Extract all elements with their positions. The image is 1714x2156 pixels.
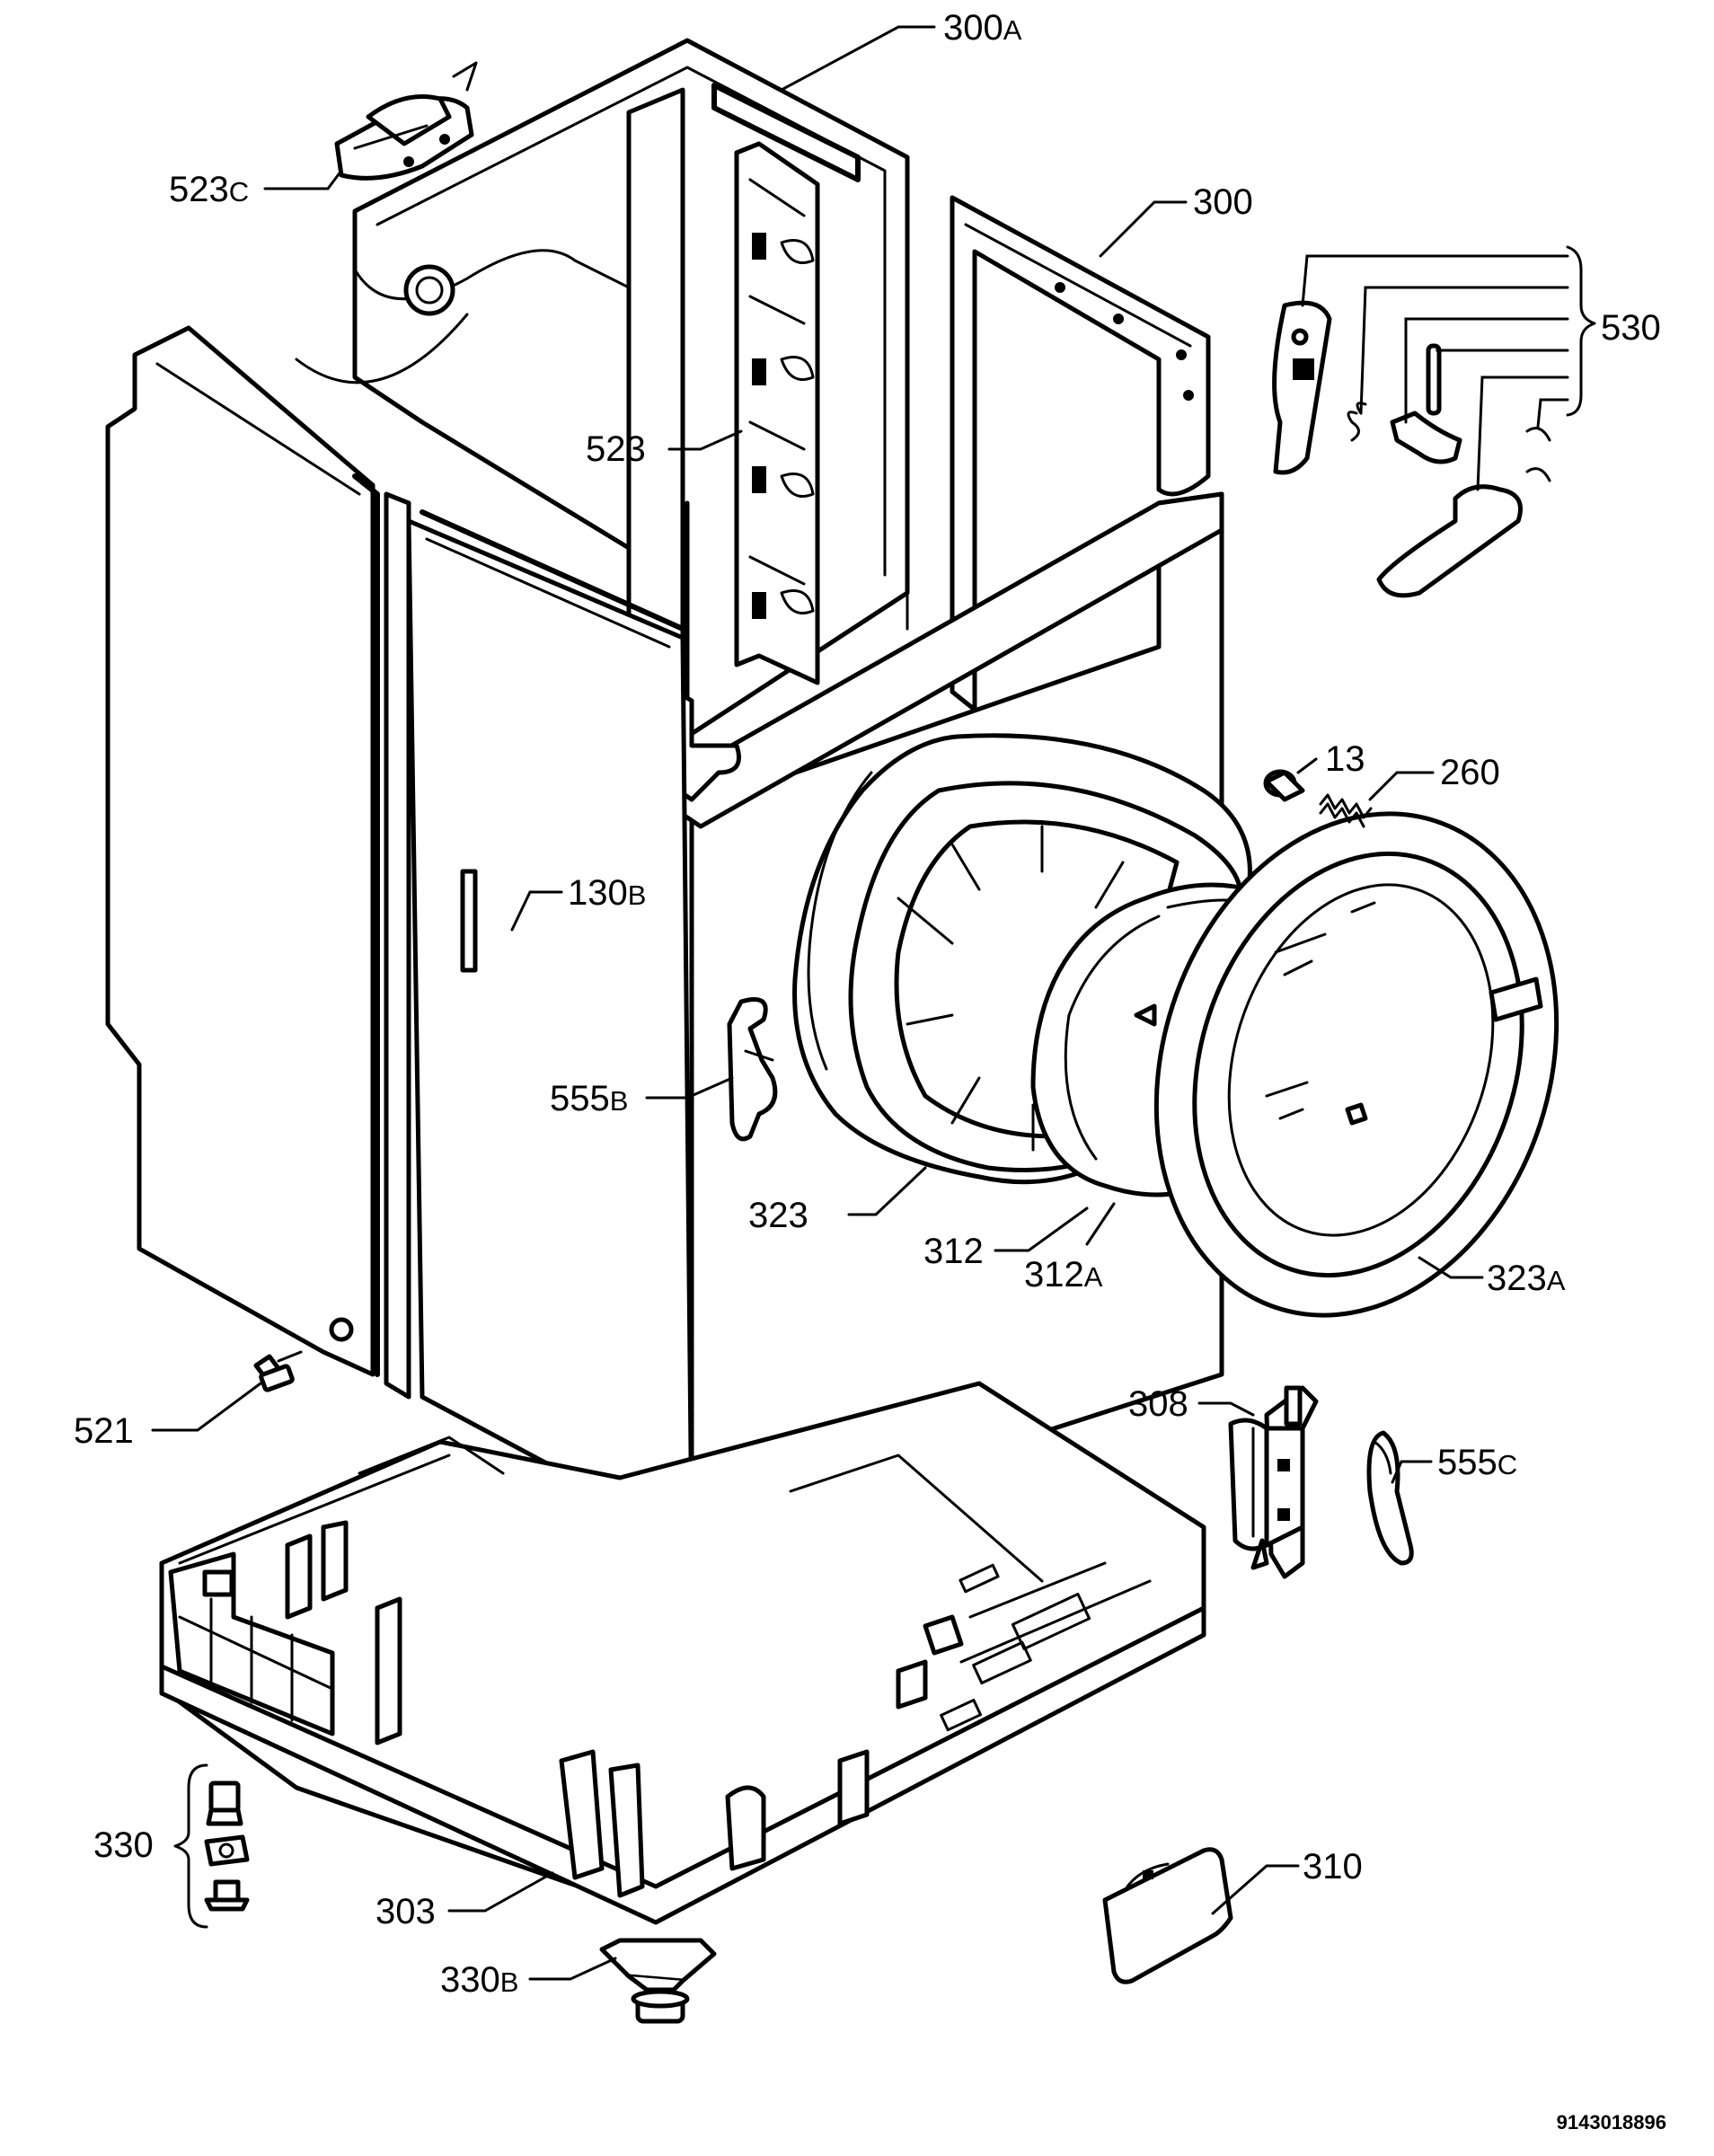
label-530: 530: [1601, 308, 1661, 348]
rail-523: [734, 141, 820, 685]
label-523: 523: [586, 429, 646, 469]
bolt-521: [253, 1350, 303, 1392]
clip-523c: [334, 61, 478, 181]
document-number: 9143018896: [1557, 2111, 1666, 2134]
grip-555b: [727, 997, 778, 1142]
hinge-308: [1228, 1385, 1319, 1579]
label-300: 300: [1193, 182, 1253, 222]
label-323: 323: [748, 1196, 808, 1235]
label-330: 330: [93, 1825, 154, 1865]
label-310: 310: [1303, 1847, 1363, 1886]
callout-labels: 300A 300 523C 530 523 13 260 130B 555B 3…: [74, 8, 1661, 2000]
label-303: 303: [375, 1892, 436, 1931]
label-555c: 555C: [1437, 1443, 1517, 1482]
handle-kit-530: [1272, 245, 1596, 598]
plate-310: [1102, 1847, 1233, 1984]
label-523c: 523C: [169, 170, 249, 209]
label-521: 521: [74, 1411, 134, 1451]
label-555b: 555B: [550, 1079, 628, 1118]
label-130b: 130B: [568, 873, 646, 913]
screw-set-330: [173, 1763, 250, 1929]
label-308: 308: [1128, 1384, 1188, 1424]
door-323a: [1153, 811, 1559, 1318]
label-13: 13: [1325, 739, 1365, 779]
label-300a: 300A: [943, 8, 1022, 48]
side-panel: [105, 325, 411, 1400]
cover-555c: [1366, 1430, 1414, 1566]
label-323a: 323A: [1487, 1259, 1566, 1298]
label-312: 312: [923, 1232, 984, 1271]
spring-260: [1319, 793, 1373, 828]
foot-330b: [599, 1938, 717, 2024]
part-13: [1263, 769, 1305, 802]
label-330b: 330B: [440, 1960, 518, 2000]
label-312a: 312A: [1024, 1255, 1103, 1294]
base-303: [159, 1381, 1206, 1925]
leader-lines: [151, 25, 1569, 1981]
label-260: 260: [1440, 753, 1500, 792]
slot-130b: [460, 869, 478, 973]
